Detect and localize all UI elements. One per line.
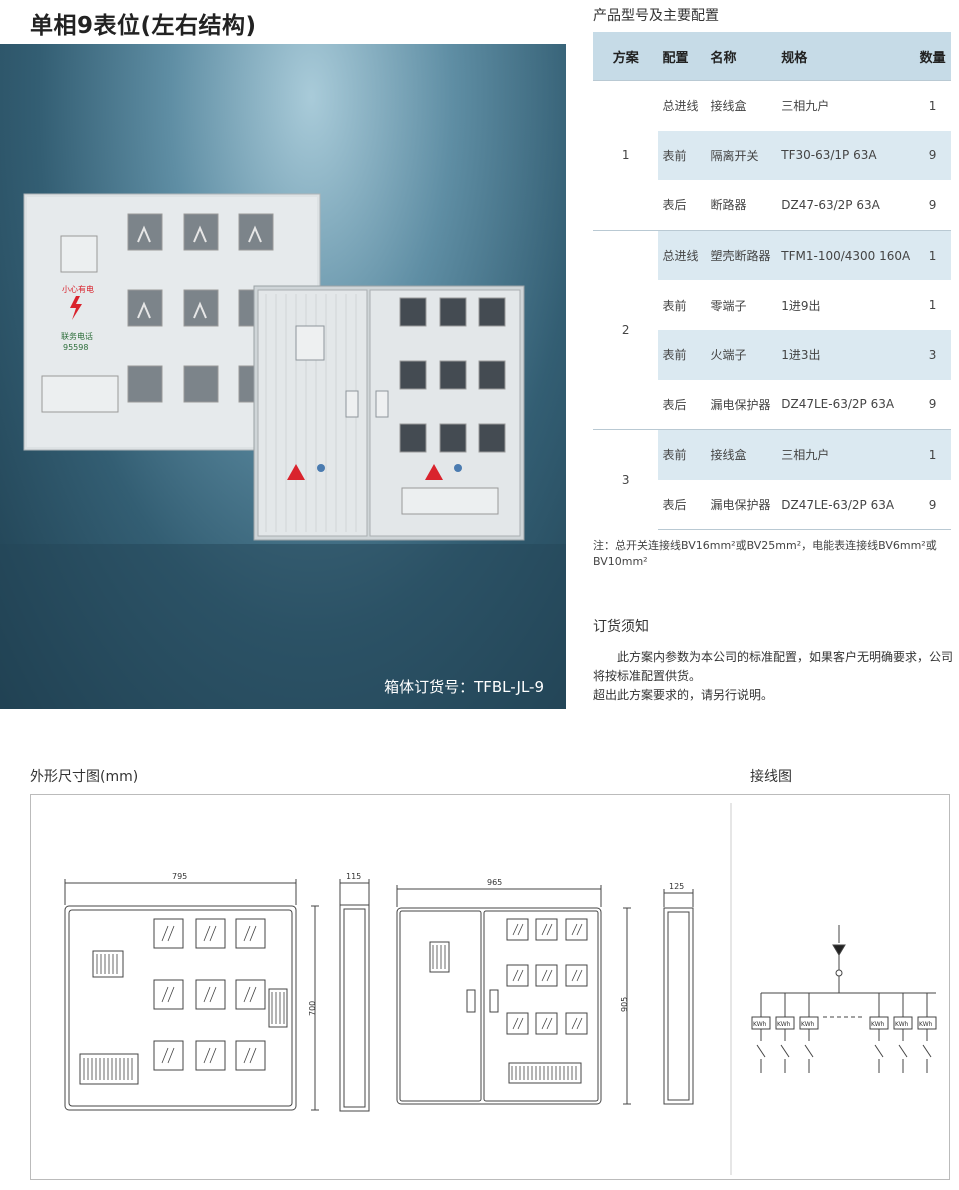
table-row: 表前 火端子 1进3出 3 bbox=[593, 329, 951, 380]
col-plan: 方案 bbox=[593, 32, 659, 81]
col-conf: 配置 bbox=[658, 32, 707, 81]
table-row: 表后 漏电保护器 DZ47LE-63/2P 63A 9 bbox=[593, 479, 951, 531]
warning-label: 小心有电 bbox=[62, 284, 94, 294]
config-heading: 产品型号及主要配置 bbox=[593, 8, 719, 24]
dim-depth-2: 125 bbox=[669, 882, 684, 891]
dimension-heading: 外形尺寸图(mm) bbox=[30, 769, 139, 785]
drawing-frame: 795 115 700 965 125 905 bbox=[30, 794, 950, 1180]
dim-width-2: 965 bbox=[487, 878, 502, 887]
product-illustration: 小心有电 联务电话 95598 bbox=[0, 193, 566, 709]
table-row: 表后 漏电保护器 DZ47LE-63/2P 63A 9 bbox=[662, 397, 937, 412]
meter-label: KWh bbox=[753, 1021, 767, 1028]
order-line-1: 此方案内参数为本公司的标准配置，如果客户无明确要求，公司将按标准配置供货。 bbox=[593, 650, 954, 683]
plan-cell: 3 bbox=[593, 429, 659, 530]
wiring-note: 注：总开关连接线BV16mm²或BV25mm²，电能表连接线BV6mm²或BV1… bbox=[593, 539, 937, 568]
table-row: 表后 断路器 DZ47-63/2P 63A 9 bbox=[662, 197, 937, 213]
col-spec: 规格 bbox=[777, 32, 915, 81]
dimension-drawing: 795 115 700 965 125 905 bbox=[64, 803, 937, 1175]
meter-label: KWh bbox=[801, 1021, 815, 1028]
table-row: 2 总进线 塑壳断路器 TFM1-100/4300 160A 1 bbox=[593, 229, 951, 430]
order-number-caption: 箱体订货号：TFBL-JL-9 bbox=[384, 678, 544, 696]
dim-height-2: 905 bbox=[620, 997, 629, 1012]
plan-cell: 1 bbox=[593, 80, 659, 231]
page-title: 单相9表位(左右结构) bbox=[30, 13, 257, 39]
product-photo: 小心有电 联务电话 95598 箱体订货号：TFBL-JL-9 bbox=[0, 44, 566, 709]
meter-label: KWh bbox=[895, 1021, 909, 1028]
plan-cell: 2 bbox=[593, 229, 659, 430]
table-row: 表前 零端子 1进9出 1 bbox=[662, 298, 937, 313]
order-notice: 此方案内参数为本公司的标准配置，如果客户无明确要求，公司将按标准配置供货。 超出… bbox=[593, 648, 957, 705]
table-row: 3 表前 接线盒 三相九户 1 bbox=[593, 429, 951, 530]
table-row: 表前 隔离开关 TF30-63/1P 63A 9 bbox=[593, 130, 951, 181]
table-row: 1 总进线 接线盒 三相九户 1 bbox=[593, 79, 951, 231]
col-qty: 数量 bbox=[914, 32, 951, 81]
meter-label: KWh bbox=[871, 1021, 885, 1028]
meter-label: KWh bbox=[777, 1021, 791, 1028]
dim-height-1: 700 bbox=[308, 1001, 317, 1016]
dim-depth-1: 115 bbox=[346, 872, 361, 881]
meter-label: KWh bbox=[919, 1021, 933, 1028]
config-table: 方案 配置 名称 规格 数量 1 总进线 接线盒 三相九户 1 表前 隔离开关 … bbox=[593, 32, 951, 531]
wiring-heading: 接线图 bbox=[750, 769, 792, 785]
service-label: 联务电话 bbox=[61, 331, 93, 341]
dim-width-1: 795 bbox=[172, 872, 187, 881]
service-number: 95598 bbox=[63, 343, 88, 352]
order-heading: 订货须知 bbox=[593, 619, 649, 635]
config-header-row: 方案 配置 名称 规格 数量 bbox=[593, 32, 951, 81]
order-line-2: 超出此方案要求的，请另行说明。 bbox=[593, 688, 774, 702]
wiring-diagram bbox=[751, 925, 937, 1073]
col-name: 名称 bbox=[706, 32, 778, 81]
